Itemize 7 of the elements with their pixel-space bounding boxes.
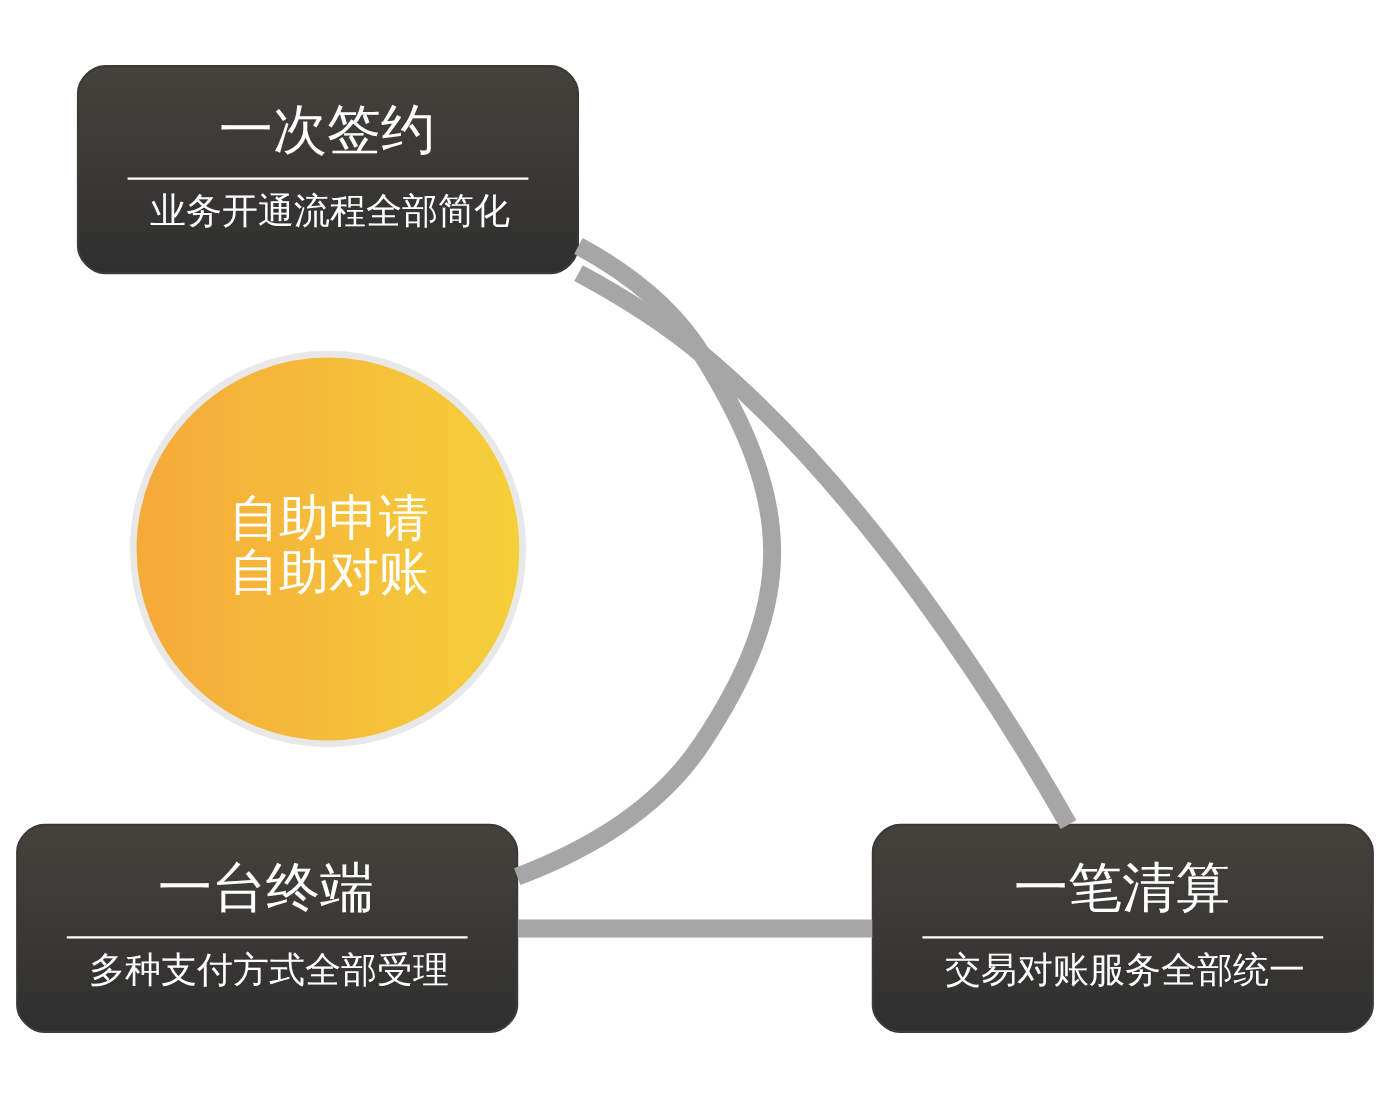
connector [517,919,873,938]
connector [513,238,781,886]
node-box: 一次签约 业务开通流程全部简化 [76,64,580,275]
node-box: 一台终端 多种支付方式全部受理 [16,823,519,1034]
node-box: 一笔清算 交易对账服务全部统一 [871,823,1374,1034]
connector [574,265,1077,830]
node-circle: 自助申请 自助对账 [129,350,527,748]
